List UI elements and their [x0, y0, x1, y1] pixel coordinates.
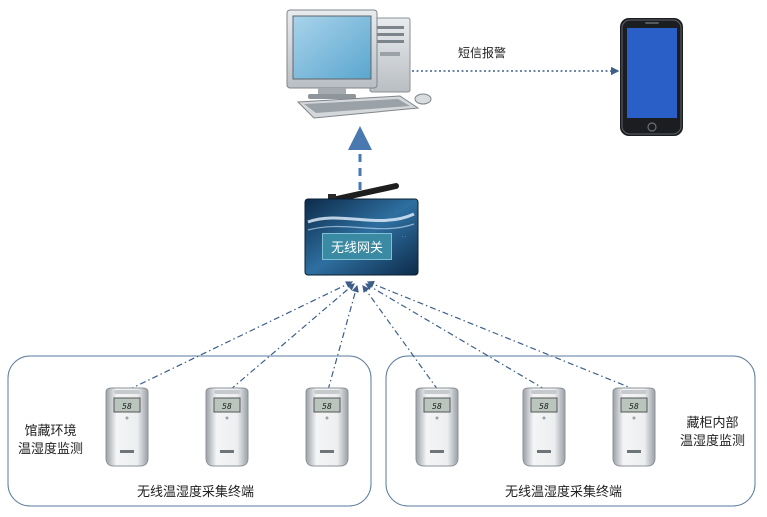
sensor-terminal-icon: 58 [205, 387, 249, 467]
sms-alarm-label: 短信报警 [458, 46, 507, 60]
wireless-gateway-icon: · · [304, 183, 419, 276]
zone-right-label: 藏柜内部 温湿度监测 [680, 415, 745, 451]
mobile-phone-icon [620, 18, 683, 136]
svg-text:· ·: · · [402, 234, 406, 239]
wireless-links [127, 280, 637, 391]
zone-left-line2: 温湿度监测 [18, 442, 84, 457]
sensor-lcd-reading: 58 [432, 402, 442, 411]
zone-frame-right [385, 355, 756, 507]
sensor-terminal-icon: 58 [612, 387, 656, 467]
zone-left-label: 馆藏环境 温湿度监测 [18, 423, 83, 459]
sensor-terminal-icon: 58 [105, 387, 149, 467]
sensor-group-right-label: 无线温湿度采集终端 [505, 485, 623, 500]
zone-right-line1: 藏柜内部 [686, 416, 739, 431]
sensor-terminal-icon: 58 [305, 387, 349, 467]
zone-right-line2: 温湿度监测 [680, 434, 746, 449]
zone-left-line1: 馆藏环境 [24, 424, 77, 439]
sensor-lcd-reading: 58 [322, 402, 332, 411]
sensor-terminal-icon: 58 [522, 387, 566, 467]
sensor-group-left-label: 无线温湿度采集终端 [137, 485, 255, 500]
gateway-label: 无线网关 [322, 233, 393, 260]
sensor-lcd-reading: 58 [222, 402, 232, 411]
sensor-lcd-reading: 58 [122, 402, 132, 411]
sensor-terminal-icon: 58 [415, 387, 459, 467]
computer-icon [286, 9, 432, 119]
sensor-lcd-reading: 58 [539, 402, 549, 411]
zone-frame-left [7, 355, 372, 507]
sensor-lcd-reading: 58 [629, 402, 639, 411]
